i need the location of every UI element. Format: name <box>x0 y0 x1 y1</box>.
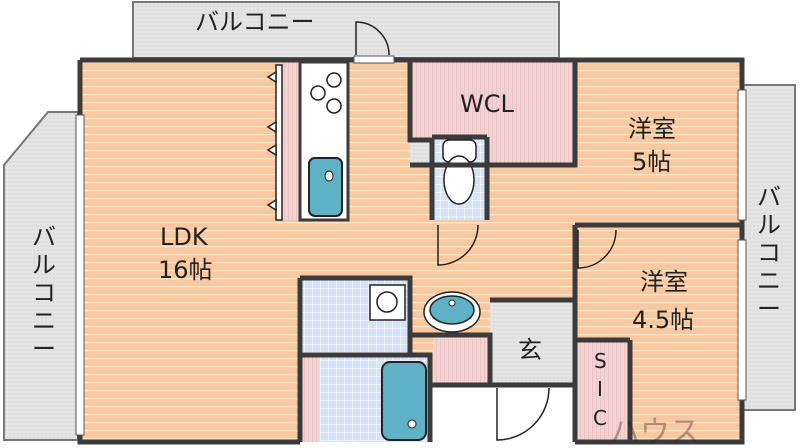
wcl-label: WCL <box>460 90 514 118</box>
ldk-label: LDK <box>160 223 209 251</box>
svg-text:ル: ル <box>32 251 56 279</box>
room1-label: 洋室 <box>628 115 676 143</box>
western-room-5 <box>575 62 742 225</box>
svg-text:ニ: ニ <box>32 307 56 335</box>
svg-text:コ: コ <box>757 239 781 267</box>
shoe-storage <box>433 335 490 385</box>
svg-text:S: S <box>594 349 607 373</box>
svg-text:ル: ル <box>757 211 781 239</box>
balcony-top <box>132 1 560 59</box>
balcony-left-label: バ ル コ ニ ー <box>32 223 56 363</box>
sic-closet <box>575 340 630 440</box>
washing-machine-icon <box>369 284 406 321</box>
balcony-right-label: バ ル コ ニ ー <box>757 183 781 323</box>
toilet-icon <box>442 139 477 205</box>
storage-strip <box>282 62 300 220</box>
svg-text:ー: ー <box>757 295 781 323</box>
stove-icon <box>310 72 342 114</box>
svg-text:C: C <box>593 406 607 430</box>
svg-text:ー: ー <box>32 335 56 363</box>
svg-text:コ: コ <box>32 279 56 307</box>
svg-text:ニ: ニ <box>757 267 781 295</box>
entrance-label: 玄 <box>518 336 542 364</box>
room2-label: 洋室 <box>640 268 688 296</box>
doors <box>355 21 617 441</box>
room2-size: 4.5帖 <box>632 306 694 334</box>
bathtub-icon <box>381 361 427 441</box>
svg-text:I: I <box>597 377 603 401</box>
entrance-area <box>490 300 575 385</box>
sic-label: S I C <box>593 349 607 430</box>
windows <box>75 55 747 436</box>
balcony-top-label: バルコニー <box>195 8 315 36</box>
watermark-logo: ハウス <box>610 415 700 448</box>
closet-doors <box>266 64 283 221</box>
room1-size: 5帖 <box>632 148 671 176</box>
svg-text:バ: バ <box>32 223 56 251</box>
kitchen-sink-icon <box>308 157 343 217</box>
ldk-size: 16帖 <box>158 256 213 284</box>
wash-basin-icon <box>423 291 481 333</box>
svg-text:バ: バ <box>757 183 781 211</box>
